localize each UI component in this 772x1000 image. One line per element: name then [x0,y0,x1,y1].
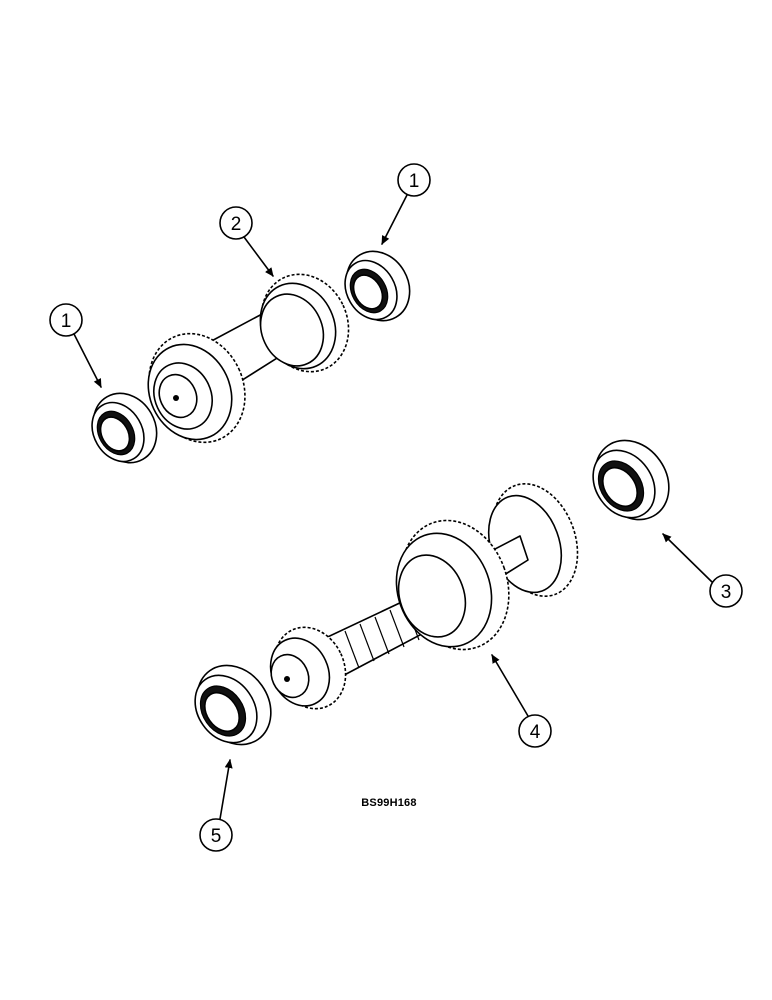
svg-text:5: 5 [211,826,222,847]
bearing-upper-right [344,250,411,322]
callout-bearing-top-right: 1 [381,163,431,245]
callout-gear-shaft-upper: 2 [219,206,274,277]
figure-id-label: BS99H168 [361,797,416,809]
svg-text:2: 2 [231,214,242,235]
callout-bearing-top-left: 1 [49,303,102,388]
svg-text:1: 1 [61,311,72,332]
callout-bearing-right: 3 [662,533,743,608]
svg-text:4: 4 [530,722,541,743]
callout-bearing-lower-left: 5 [199,759,233,852]
svg-text:3: 3 [721,582,732,603]
svg-text:1: 1 [409,171,420,192]
upper-gear-shaft [147,273,350,444]
callout-gear-shaft-lower: 4 [491,654,552,748]
bearing-lower-left [194,664,272,746]
bearing-lower-right [592,439,670,521]
bearing-upper-left [91,392,158,464]
lower-gear-shaft [269,483,579,710]
